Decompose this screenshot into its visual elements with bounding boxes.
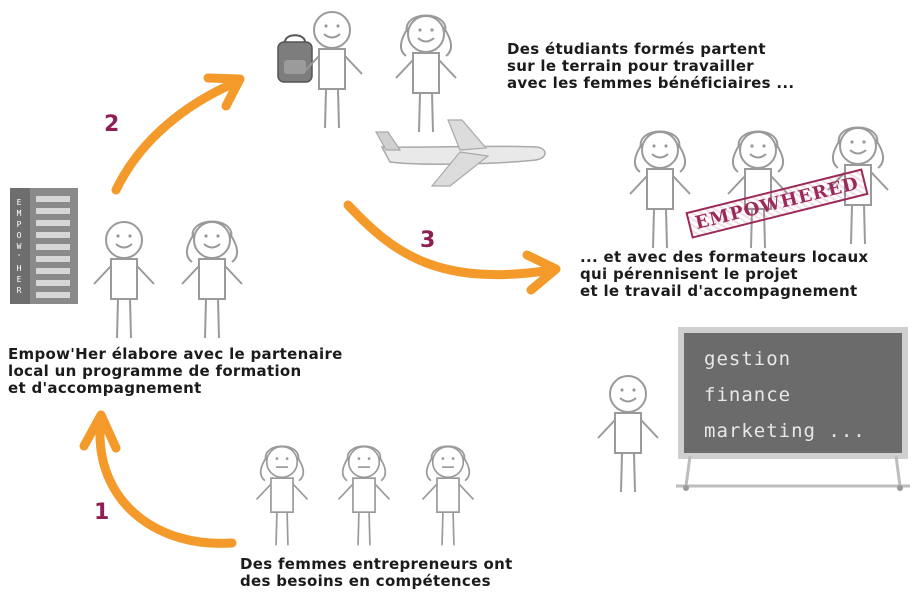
- building-letter: E: [16, 198, 22, 207]
- stick-figure-icon: [93, 221, 155, 339]
- building-letter: W: [16, 242, 22, 251]
- building-letter: E: [16, 275, 22, 284]
- arrow-step-2: [111, 73, 245, 195]
- board-word-finance: finance: [704, 384, 792, 406]
- step-3-caption: ... et avec des formateurs locaux qui pé…: [580, 249, 868, 300]
- building-letter: H: [16, 264, 22, 273]
- step-number-2: 2: [104, 112, 120, 137]
- stick-figure-icon: [597, 375, 659, 493]
- stick-figure-icon: [421, 445, 475, 547]
- caption-line: et d'accompagnement: [8, 379, 202, 397]
- whiteboard-icon: [676, 327, 910, 491]
- caption-line: local un programme de formation: [8, 362, 302, 380]
- step-number-1: 1: [94, 500, 110, 525]
- stick-figure-icon: [629, 130, 691, 249]
- partner-caption: Empow'Her élabore avec le partenaire loc…: [8, 346, 343, 397]
- stick-figure-icon: [395, 14, 457, 133]
- arrow-step-1: [79, 410, 237, 548]
- building-letter: O: [16, 231, 22, 240]
- caption-line: Des étudiants formés partent: [507, 40, 766, 58]
- board-word-marketing: marketing ...: [704, 420, 866, 442]
- backpack-icon: [277, 34, 313, 83]
- step-2-caption: Des étudiants formés partent sur le terr…: [507, 41, 794, 92]
- caption-line: Des femmes entrepreneurs ont: [240, 555, 513, 573]
- caption-line: et le travail d'accompagnement: [580, 282, 858, 300]
- building-letter: ': [16, 253, 22, 262]
- arrow-step-3: [343, 200, 561, 295]
- step-1-caption: Des femmes entrepreneurs ont des besoins…: [240, 556, 513, 590]
- stick-figure-icon: [255, 445, 309, 547]
- caption-line: qui pérennisent le projet: [580, 265, 798, 283]
- caption-line: Empow'Her élabore avec le partenaire: [8, 345, 343, 363]
- board-word-gestion: gestion: [704, 348, 792, 370]
- step-number-3: 3: [420, 228, 436, 253]
- stick-figure-icon: [337, 445, 391, 547]
- caption-line: sur le terrain pour travailler: [507, 57, 754, 75]
- building-letter: R: [16, 286, 22, 295]
- caption-line: des besoins en compétences: [240, 572, 491, 590]
- building-icon: [10, 188, 78, 304]
- airplane-icon: [374, 119, 546, 187]
- caption-line: ... et avec des formateurs locaux: [580, 248, 869, 266]
- stick-figure-icon: [181, 220, 243, 339]
- caption-line: avec les femmes bénéficiaires ...: [507, 74, 795, 92]
- building-letter: M: [16, 209, 22, 218]
- building-letter: P: [16, 220, 22, 229]
